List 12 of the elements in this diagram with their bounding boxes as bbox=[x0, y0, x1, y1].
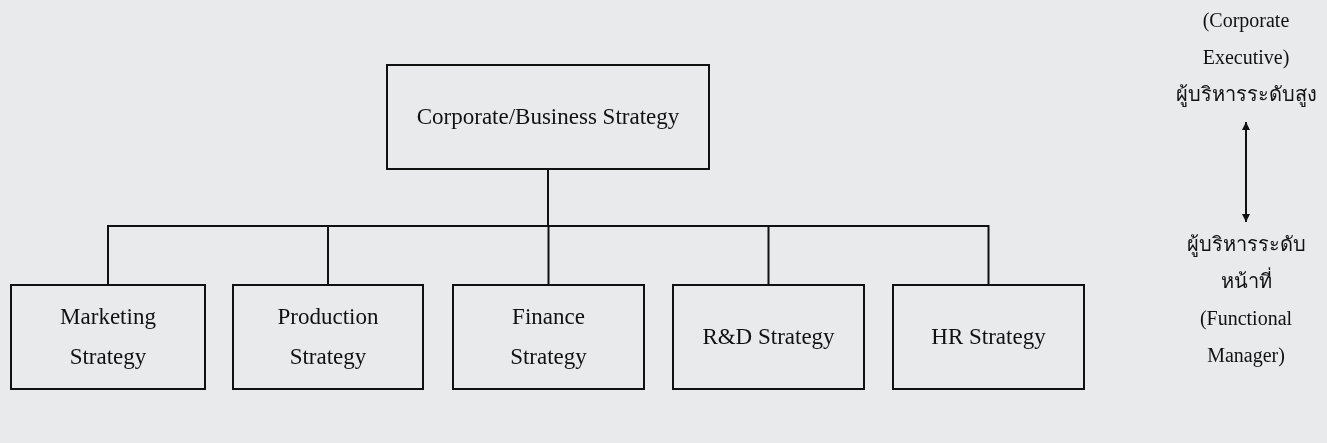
strategy-box: HR Strategy bbox=[892, 284, 1085, 390]
level-label: (Corporate Executive) bbox=[1201, 8, 1291, 71]
double-arrow bbox=[1242, 121, 1250, 223]
strategy-box: Marketing Strategy bbox=[10, 284, 206, 390]
level-label: (Functional Manager) bbox=[1198, 306, 1294, 369]
level-label: ผู้บริหารระดับสูง bbox=[1174, 82, 1318, 109]
strategy-box: R&D Strategy bbox=[672, 284, 865, 390]
strategy-box: Finance Strategy bbox=[452, 284, 645, 390]
strategy-box: Production Strategy bbox=[232, 284, 424, 390]
level-label: ผู้บริหารระดับหน้าที่ bbox=[1185, 232, 1307, 294]
strategy-box: Corporate/Business Strategy bbox=[386, 64, 710, 170]
connector-line bbox=[547, 169, 990, 285]
